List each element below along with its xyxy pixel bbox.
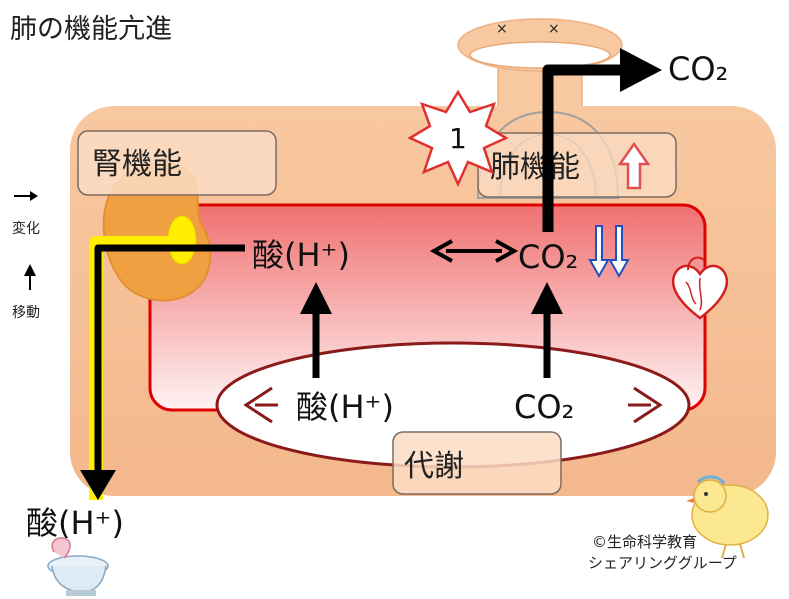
acid-metabolism-label: 酸(H⁺) (296, 388, 394, 426)
excretion-arrow (94, 244, 245, 475)
kidney-label: 腎機能 (92, 147, 182, 182)
kidney-box: 腎機能 (77, 130, 277, 196)
co2-in-blood-label: CO₂ (518, 238, 578, 276)
metabolism-label: 代謝 (404, 449, 464, 484)
kidney-shape (102, 162, 212, 302)
co2-exhalation-arrow (542, 64, 626, 232)
chick-icon (686, 475, 769, 559)
lung-eye-icon: × (496, 21, 508, 37)
toilet-icon (47, 537, 109, 596)
credit-line-2: シェアリンググループ (588, 554, 737, 572)
lung-shape: × × (457, 18, 623, 121)
legend: 変化 移動 (12, 191, 40, 321)
co2-decrease-arrows-icon (588, 225, 630, 279)
burst-marker: 1 (407, 89, 509, 188)
legend-move-label: 移動 (12, 305, 40, 321)
legend-change-label: 変化 (12, 220, 40, 237)
acid-in-blood-label: 酸(H⁺) (252, 236, 350, 274)
credit-line-1: ©生命科学教育 (592, 533, 697, 551)
co2-metabolism-label: CO₂ (514, 388, 574, 426)
metabolism-box: 代謝 (392, 431, 562, 495)
diagram-title: 肺の機能亢進 (10, 14, 172, 45)
acid-excreted-label: 酸(H⁺) (26, 504, 124, 542)
lung-increase-arrow-icon (617, 141, 651, 190)
lung-label: 肺機能 (490, 150, 580, 185)
burst-number: 1 (449, 122, 467, 155)
lung-eye-icon: × (548, 21, 560, 37)
lung-box: 肺機能 (477, 132, 677, 198)
co2-exhaled-label: CO₂ (668, 50, 728, 88)
heart-icon (671, 256, 729, 320)
metabolism-cell (215, 341, 691, 469)
